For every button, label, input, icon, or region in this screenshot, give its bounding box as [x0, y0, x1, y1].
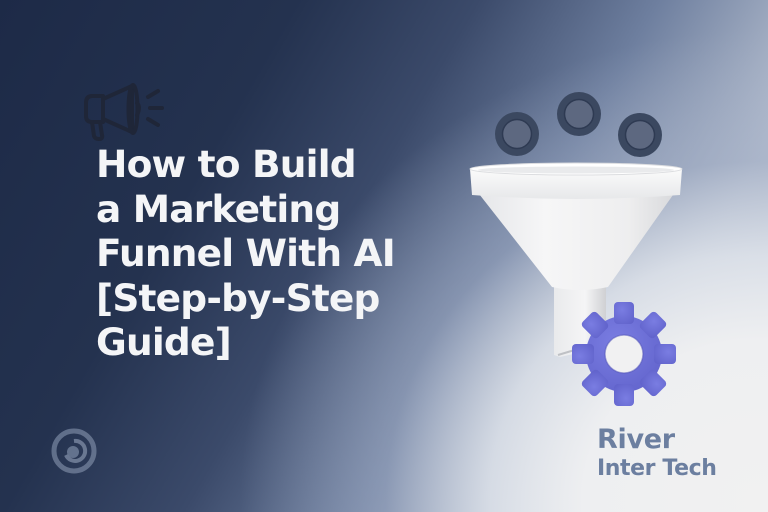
- headline-line-3: Funnel With AI: [96, 231, 396, 275]
- megaphone-icon: [84, 83, 164, 141]
- coin-icon: [557, 92, 601, 136]
- headline-line-1: How to Build: [96, 142, 357, 186]
- headline-line-4: [Step-by-Step: [96, 275, 380, 320]
- coin-icon: [618, 113, 662, 157]
- headline: How to Build a Marketing Funnel With AI …: [96, 142, 396, 365]
- headline-line-5: Guide]: [96, 320, 232, 364]
- gear-icon: [572, 302, 676, 406]
- brand-wordmark: River Inter Tech: [597, 425, 717, 483]
- headline-line-2: a Marketing: [96, 186, 341, 231]
- swirl-logo-icon: [51, 428, 97, 474]
- coin-icon: [495, 112, 539, 156]
- brand-name-line-2: Inter Tech: [597, 456, 717, 481]
- brand-name-line-1: River: [597, 424, 675, 455]
